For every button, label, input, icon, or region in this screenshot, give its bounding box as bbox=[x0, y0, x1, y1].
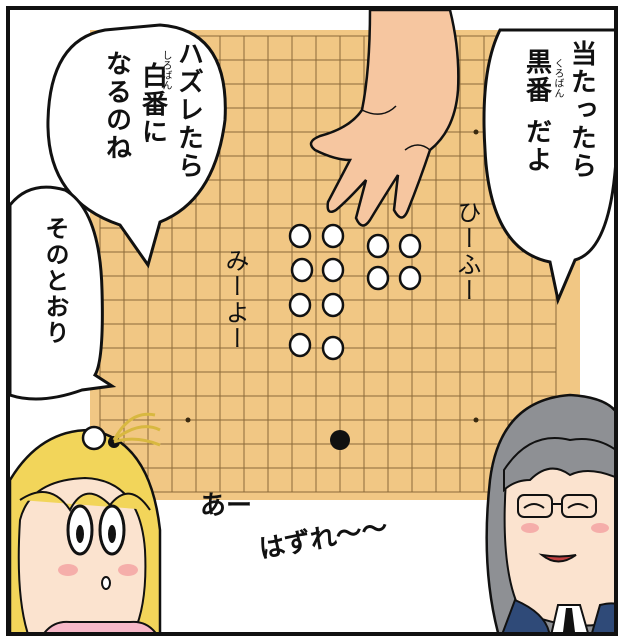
white-stones bbox=[288, 223, 422, 361]
manga-panel: ハズレたら しろばん 白番に なるのね 当たったら くろばん 黒番 だよ そのと… bbox=[6, 6, 618, 636]
speech-line-shiroban: 白番に bbox=[137, 62, 168, 146]
reaching-hand bbox=[309, 10, 460, 227]
sfx-groan: あー bbox=[200, 491, 253, 521]
panel-artwork bbox=[10, 10, 614, 632]
speech-line-kuroban: 黒番 bbox=[521, 48, 552, 104]
furigana-kuroban: くろばん bbox=[552, 58, 563, 98]
speech-line-sonotoori: そのとおり bbox=[41, 216, 69, 346]
black-stone bbox=[330, 430, 350, 450]
speech-line-dayo: だよ bbox=[521, 118, 552, 174]
gray-haired-man-character bbox=[485, 393, 614, 632]
speech-bubble-right-top bbox=[482, 28, 614, 305]
speech-bubble-left-mid bbox=[10, 185, 117, 401]
counting-text-left: みーよー bbox=[221, 248, 249, 352]
speech-line-naru: なるのね bbox=[101, 50, 132, 162]
speech-line-hazure: ハズレたら bbox=[173, 40, 204, 180]
speech-line-atattara: 当たったら bbox=[566, 40, 597, 180]
furigana-shiroban: しろばん bbox=[160, 50, 171, 90]
blonde-girl-character bbox=[10, 412, 162, 632]
speech-bubble-left-top bbox=[46, 23, 227, 269]
counting-text-right: ひーふー bbox=[453, 200, 481, 304]
